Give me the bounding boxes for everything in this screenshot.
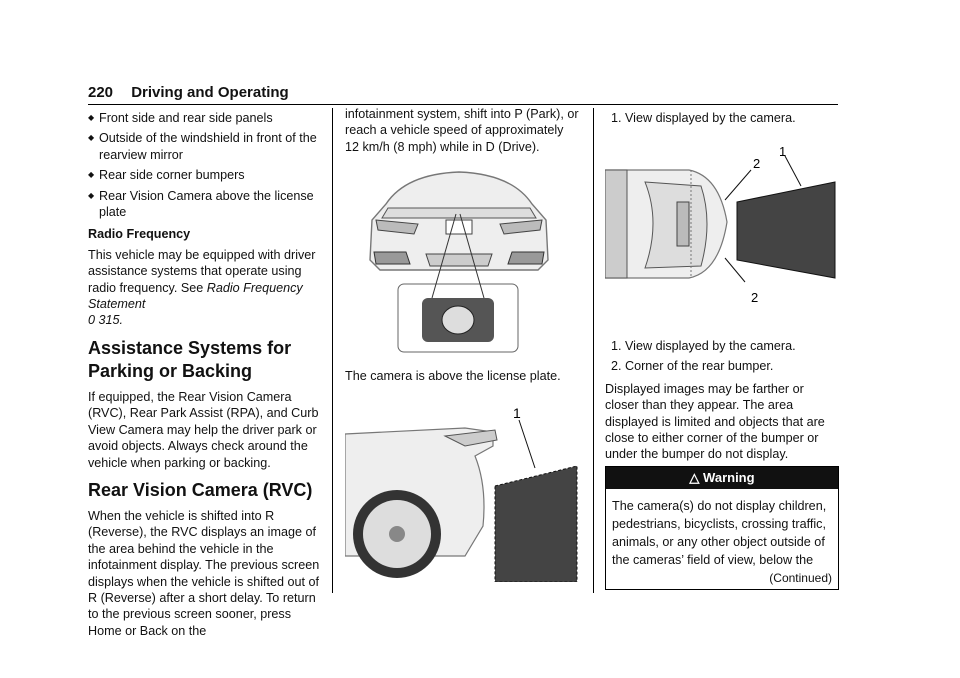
list-item: Rear Vision Camera above the license pla…: [88, 188, 324, 221]
camera-caption: The camera is above the license plate.: [345, 369, 561, 383]
side-view-illustration: 1: [345, 406, 578, 582]
list-item: Outside of the windshield in front of th…: [88, 130, 324, 163]
column-divider: [593, 108, 594, 593]
column-2: infotainment system, shift into P (Park)…: [345, 106, 580, 163]
caption-block: The camera is above the license plate.: [345, 368, 580, 392]
warning-title: Warning: [703, 470, 755, 485]
warning-body: The camera(s) do not display children, p…: [606, 489, 838, 589]
label-2: 2: [753, 156, 760, 171]
heading-rvc: Rear Vision Camera (RVC): [88, 479, 313, 500]
list-item: Front side and rear side panels: [88, 110, 324, 127]
list-item: View displayed by the camera.: [625, 110, 837, 126]
subheading-radio: Radio Frequency: [88, 227, 191, 242]
page-number: 220: [88, 84, 114, 101]
warning-header: △ Warning: [606, 467, 838, 489]
list-item: View displayed by the camera.: [625, 338, 837, 354]
continued-label: (Continued): [769, 571, 832, 585]
warning-text: The camera(s) do not display children, p…: [612, 499, 827, 567]
column-divider: [332, 108, 333, 593]
list-item: Corner of the rear bumper.: [625, 358, 837, 374]
continued-paragraph: infotainment system, shift into P (Park)…: [345, 107, 579, 154]
label-2: 2: [751, 290, 758, 305]
section-title: Driving and Operating: [131, 84, 289, 101]
label-1: 1: [779, 144, 786, 159]
rear-car-illustration: [369, 171, 549, 353]
body-paragraph: Displayed images may be farther or close…: [605, 381, 825, 462]
column-3-bottom: View displayed by the camera. Corner of …: [605, 338, 837, 471]
radio-paragraph: This vehicle may be equipped with driver…: [88, 247, 324, 329]
warning-icon: △: [689, 470, 700, 485]
list-item: Rear side corner bumpers: [88, 167, 324, 184]
rvc-paragraph: When the vehicle is shifted into R (Reve…: [88, 508, 320, 638]
header-rule: [88, 104, 838, 105]
page-header: 220 Driving and Operating: [88, 84, 289, 101]
numbered-list: View displayed by the camera.: [605, 110, 837, 126]
page-reference[interactable]: 0 315.: [88, 313, 124, 328]
column-1: Front side and rear side panels Outside …: [88, 110, 324, 647]
top-view-illustration: 2 1 2: [605, 144, 836, 305]
label-1: 1: [513, 406, 521, 421]
warning-box: △ Warning The camera(s) do not display c…: [605, 466, 839, 590]
parking-paragraph: If equipped, the Rear Vision Camera (RVC…: [88, 389, 319, 470]
radio-link[interactable]: Radio Frequency Statement: [88, 280, 303, 312]
heading-parking: Assistance Systems for Parking or Backin…: [88, 337, 292, 381]
radio-text: This vehicle may be equipped with driver…: [88, 247, 316, 295]
column-3-top: View displayed by the camera.: [605, 110, 837, 132]
numbered-list: View displayed by the camera. Corner of …: [605, 338, 837, 375]
bullet-list: Front side and rear side panels Outside …: [88, 110, 324, 220]
